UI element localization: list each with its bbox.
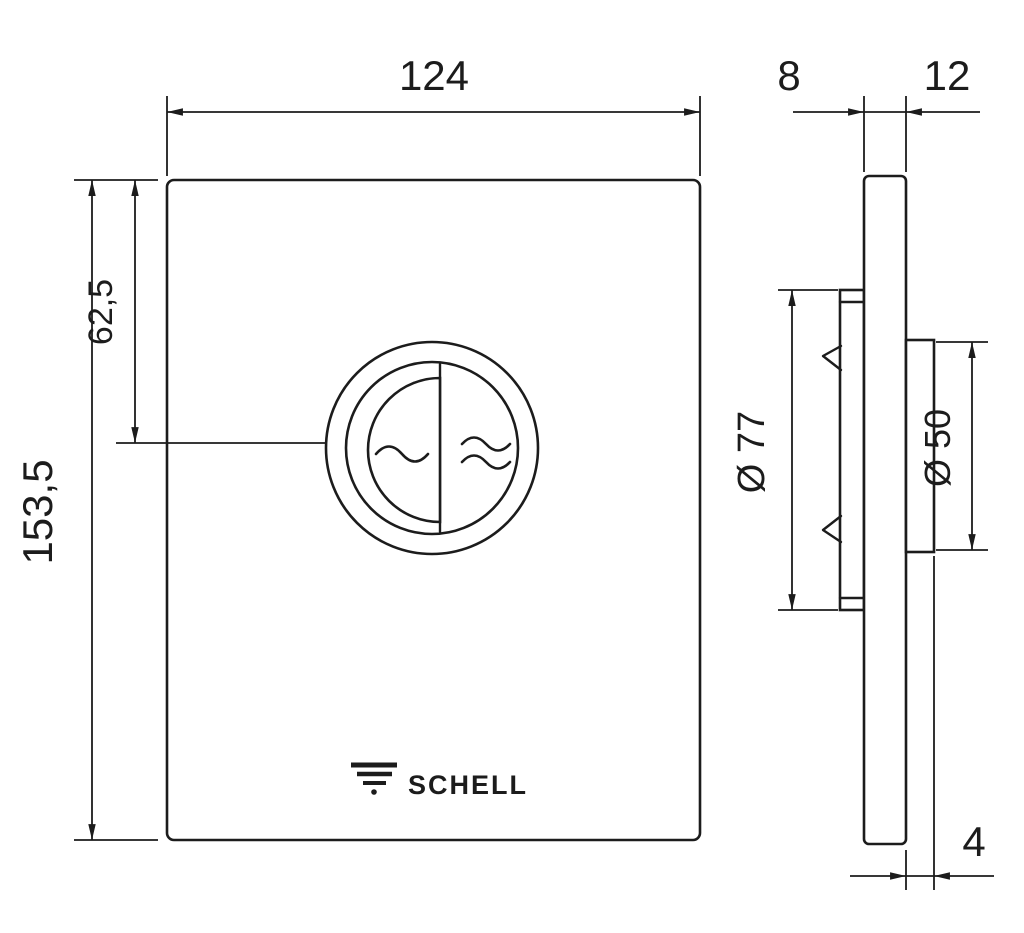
dim-width-label: 124 [399, 52, 469, 99]
flush-button [324, 340, 540, 556]
brand-wordmark: SCHELL [408, 770, 528, 800]
mounting-clip-top-icon [821, 344, 843, 372]
faceplate-side [862, 174, 908, 846]
dim-button-dia-label: Ø 77 [731, 411, 773, 493]
small-flush-button [366, 376, 442, 524]
button-housing-side [838, 288, 866, 612]
rear-collar-side [904, 338, 936, 554]
mounting-clip-bottom-icon [821, 514, 843, 544]
dim-collar-thickness: 4 [850, 556, 994, 890]
dim-offset-label: 62,5 [82, 279, 120, 345]
dim-collar-thickness-label: 4 [962, 818, 985, 865]
dim-side-depth: 12 [864, 52, 980, 172]
water-wave-right-top-icon [460, 436, 512, 452]
dim-button-diameter: Ø 77 [731, 289, 838, 611]
dim-front-width: 124 [166, 52, 701, 176]
side-view [821, 174, 936, 846]
dim-collar-dia-label: Ø 50 [917, 409, 958, 487]
dim-button-offset: 62,5 [82, 180, 327, 444]
dim-front-height: 153,5 [14, 179, 158, 841]
water-wave-left-icon [374, 445, 430, 463]
dim-side-offset: 8 [777, 52, 865, 172]
logo-dot [371, 789, 377, 795]
schell-logo: SCHELL [351, 762, 528, 800]
front-view: SCHELL [165, 178, 702, 842]
dim-collar-diameter: Ø 50 [917, 341, 988, 551]
dim-offset-8-label: 8 [777, 52, 800, 99]
dim-depth-12-label: 12 [924, 52, 971, 99]
dim-height-label: 153,5 [14, 459, 61, 564]
water-wave-right-bottom-icon [460, 454, 512, 470]
